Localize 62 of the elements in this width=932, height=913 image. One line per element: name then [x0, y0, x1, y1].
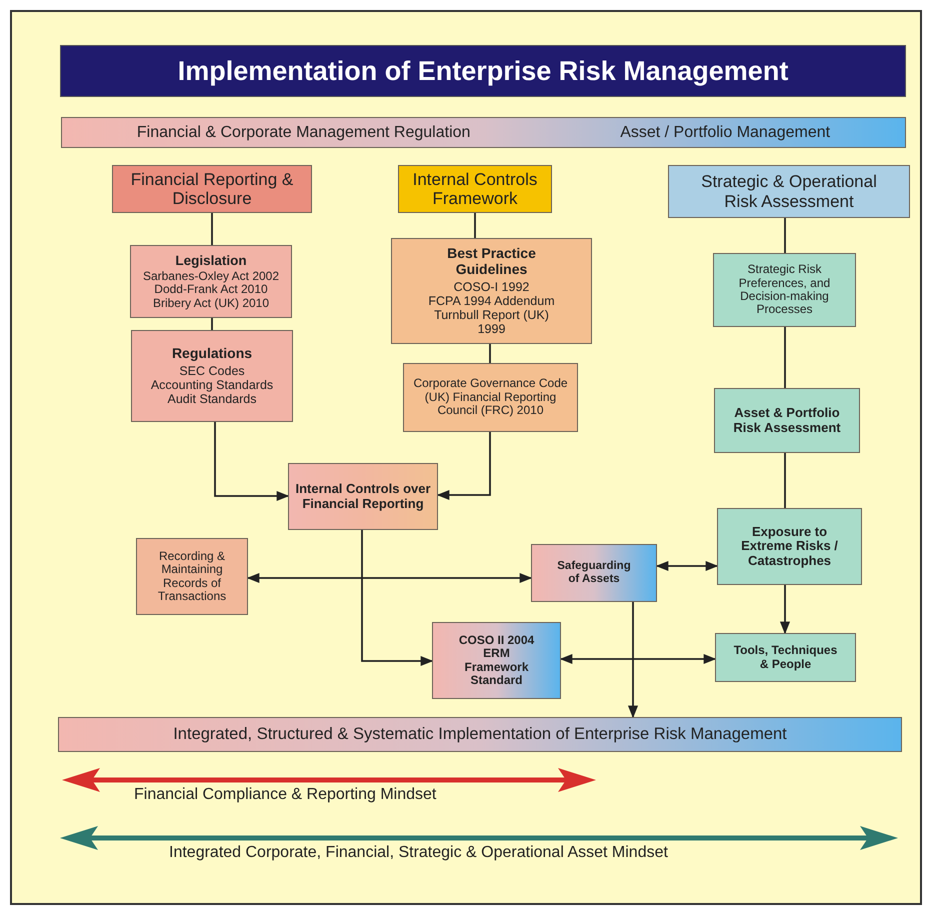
process-box — [131, 330, 293, 422]
box-text: COSO II 2004 ERM Framework Standard — [458, 634, 536, 688]
box-text: Asset / Portfolio Management — [620, 124, 830, 142]
mindset-label: Integrated Corporate, Financial, Strategic & Operational Asset Mindset — [169, 844, 668, 862]
arrow — [560, 654, 716, 664]
arrow — [436, 432, 491, 500]
connector-line — [211, 213, 213, 245]
process-box — [403, 363, 578, 432]
diagram-title: Implementation of Enterprise Risk Management — [60, 45, 906, 97]
box-heading: Legislation — [175, 252, 247, 268]
process-box — [112, 165, 312, 213]
box-text: Financial Reporting & Disclosure — [130, 170, 294, 208]
connector-line — [489, 344, 491, 363]
connector-line — [474, 213, 476, 238]
process-box — [717, 508, 862, 585]
footer-band — [58, 717, 902, 752]
box-text: Recording & Maintaining Records of Transactions — [156, 550, 228, 604]
process-box — [714, 388, 860, 453]
process-box — [398, 165, 552, 213]
arrow — [246, 572, 532, 584]
box-text: Safeguarding of Assets — [556, 560, 632, 586]
box-text: FCPA 1994 Addendum — [428, 294, 555, 308]
arrow — [780, 585, 790, 634]
connector-line — [784, 453, 786, 508]
box-text: Dodd-Frank Act 2010 — [154, 283, 268, 297]
box-text: Bribery Act (UK) 2010 — [152, 296, 270, 310]
box-text: Tools, Techniques & People — [732, 644, 838, 671]
header-band — [61, 117, 906, 148]
connector-line — [784, 218, 786, 253]
arrow — [361, 530, 434, 666]
mindset-label: Financial Compliance & Reporting Mindset — [134, 786, 436, 804]
box-text: Strategic Risk Preferences, and Decision-making Processes — [738, 263, 832, 317]
process-box — [136, 538, 248, 615]
box-text: Corporate Governance Code (UK) Financial Reporting Council (FRC) 2010 — [412, 377, 569, 418]
process-box — [531, 544, 657, 602]
box-text: Exposure to Extreme Risks / Catastrophes — [740, 524, 839, 568]
process-box — [130, 245, 292, 318]
box-text: Audit Standards — [168, 392, 256, 406]
process-box — [715, 633, 856, 682]
connector-line — [211, 318, 213, 330]
box-text: Accounting Standards — [150, 378, 274, 392]
arrow — [214, 422, 290, 502]
arrow — [656, 560, 718, 572]
arrow — [628, 602, 638, 718]
box-text: Strategic & Operational Risk Assessment — [700, 172, 878, 211]
box-text: Turnbull Report (UK) 1999 — [433, 308, 550, 336]
box-heading: Regulations — [172, 346, 252, 362]
box-text: Integrated, Structured & Systematic Implementation of Enterprise Risk Management — [173, 725, 787, 744]
box-text: Internal Controls Framework — [412, 170, 538, 208]
connector-line — [784, 327, 786, 388]
process-box — [288, 463, 438, 530]
box-heading: Best Practice Guidelines — [446, 246, 537, 278]
box-text: COSO-I 1992 — [454, 280, 530, 294]
box-text: Internal Controls over Financial Reporting — [294, 482, 432, 512]
process-box — [432, 622, 561, 699]
box-text: Asset & Portfolio Risk Assessment — [732, 406, 842, 436]
box-text: Financial & Corporate Management Regulation — [136, 124, 470, 142]
process-box — [713, 253, 856, 327]
box-text: SEC Codes — [179, 364, 245, 378]
process-box — [391, 238, 592, 344]
box-text: Sarbanes-Oxley Act 2002 — [142, 270, 280, 284]
process-box — [668, 165, 910, 218]
